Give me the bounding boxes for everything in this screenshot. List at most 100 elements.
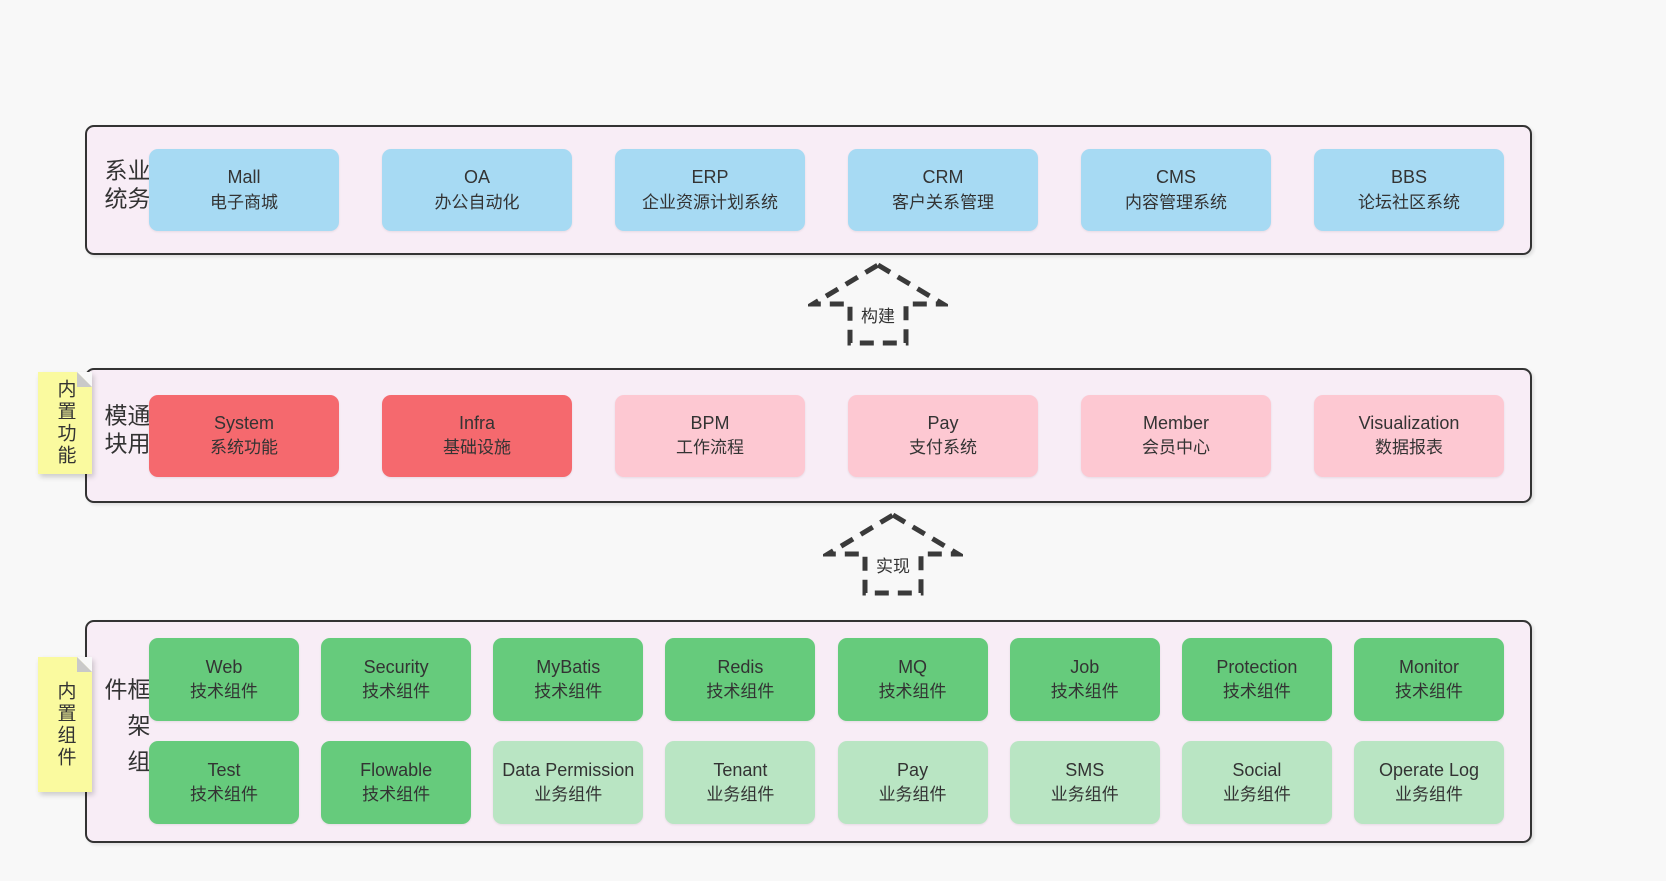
box-title: BPM <box>690 412 730 433</box>
diagram-box-sms: SMS 业务组件 <box>1009 741 1160 824</box>
box-subtitle: 业务组件 <box>1394 785 1463 805</box>
box-subtitle: 办公自动化 <box>434 192 520 212</box>
box-subtitle: 业务组件 <box>1222 785 1291 805</box>
diagram-box-pay: Pay 业务组件 <box>837 741 988 824</box>
diagram-box-member: Member 会员中心 <box>1081 394 1271 477</box>
diagram-box-visualization: Visualization 数据报表 <box>1314 394 1504 477</box>
diagram-box-test: Test 技术组件 <box>149 741 299 824</box>
box-subtitle: 支付系统 <box>909 438 977 458</box>
box-title: Infra <box>458 412 496 433</box>
box-title: Job <box>1070 656 1100 677</box>
box-subtitle: 业务组件 <box>706 785 775 805</box>
box-title: Member <box>1142 412 1209 433</box>
box-subtitle: 技术组件 <box>190 785 258 805</box>
box-title: CMS <box>1156 167 1196 188</box>
box-subtitle: 工作流程 <box>676 438 744 458</box>
box-title: MQ <box>898 656 928 677</box>
box-title: Visualization <box>1358 412 1460 433</box>
business-boxes-row: Mall 电子商城 OA 办公自动化 ERP 企业资源计划系统 CRM 客户关系管理 CMS 内容… <box>149 149 1504 231</box>
dashed-up-arrow-icon <box>808 262 948 346</box>
diagram-box-tenant: Tenant 业务组件 <box>665 741 816 824</box>
box-title: Data Permission <box>502 759 635 780</box>
box-subtitle: 技术组件 <box>534 682 603 702</box>
diagram-box-flowable: Flowable 技术组件 <box>321 741 472 824</box>
panel-modules-label: 通用模块 <box>101 402 150 459</box>
diagram-box-bpm: BPM 工作流程 <box>615 394 805 477</box>
box-subtitle: 数据报表 <box>1375 438 1443 458</box>
diagram-box-monitor: Monitor 技术组件 <box>1353 638 1504 721</box>
box-title: Redis <box>717 656 764 677</box>
tag-text: 内置组件 <box>54 680 76 769</box>
diagram-box-web: Web 技术组件 <box>149 638 299 721</box>
panel-framework-label: 框架组件 <box>101 676 150 785</box>
diagram-box-crm: CRM 客户关系管理 <box>848 149 1038 231</box>
box-subtitle: 基础设施 <box>443 438 511 458</box>
box-title: MyBatis <box>536 656 601 677</box>
diagram-box-erp: ERP 企业资源计划系统 <box>615 149 805 231</box>
box-title: Web <box>205 656 243 677</box>
diagram-box-infra: Infra 基础设施 <box>382 394 572 477</box>
diagram-box-security: Security 技术组件 <box>321 638 472 721</box>
box-title: Protection <box>1216 656 1298 677</box>
diagram-box-bbs: BBS 论坛社区系统 <box>1314 149 1504 231</box>
box-subtitle: 客户关系管理 <box>892 192 994 212</box>
diagram-box-social: Social 业务组件 <box>1181 741 1332 824</box>
implement-arrow: 实现 <box>823 510 963 598</box>
box-subtitle: 技术组件 <box>362 785 431 805</box>
diagram-box-protection: Protection 技术组件 <box>1181 638 1332 721</box>
panel-business-systems: 业务系统 Mall 电子商城 OA 办公自动化 ERP 企业资源计划系统 CRM 客户关系管理… <box>85 125 1532 255</box>
box-title: System <box>213 412 274 433</box>
box-subtitle: 内容管理系统 <box>1125 192 1227 212</box>
box-subtitle: 企业资源计划系统 <box>642 192 778 212</box>
implement-arrow-label: 实现 <box>873 552 913 577</box>
box-title: BBS <box>1390 167 1428 188</box>
sticky-tag-built-in-components: 内置组件 <box>38 657 92 792</box>
diagram-box-mybatis: MyBatis 技术组件 <box>493 638 644 721</box>
sticky-tag-built-in-features: 内置功能 <box>38 372 92 474</box>
box-subtitle: 技术组件 <box>1222 682 1291 702</box>
build-arrow: 构建 <box>808 260 948 348</box>
panel-business-label: 业务系统 <box>101 158 150 215</box>
box-title: Monitor <box>1398 656 1459 677</box>
box-subtitle: 会员中心 <box>1142 438 1210 458</box>
box-title: Operate Log <box>1378 759 1480 780</box>
box-title: Security <box>363 656 429 677</box>
diagram-box-operate-log: Operate Log 业务组件 <box>1353 741 1504 824</box>
box-title: Social <box>1232 759 1282 780</box>
box-subtitle: 技术组件 <box>878 682 947 702</box>
diagram-box-mq: MQ 技术组件 <box>837 638 988 721</box>
panel-framework-components: 内置组件 框架组件 Web 技术组件 Security 技术组件 MyBatis 技术组件… <box>38 620 1532 843</box>
box-subtitle: 业务组件 <box>878 785 947 805</box>
box-title: Test <box>207 759 241 780</box>
box-title: CRM <box>922 167 964 188</box>
diagram-box-system: System 系统功能 <box>149 394 339 477</box>
box-subtitle: 业务组件 <box>1050 785 1119 805</box>
diagram-box-redis: Redis 技术组件 <box>665 638 816 721</box>
box-subtitle: 技术组件 <box>706 682 775 702</box>
diagram-box-mall: Mall 电子商城 <box>149 149 339 231</box>
box-subtitle: 论坛社区系统 <box>1358 192 1460 212</box>
box-title: OA <box>463 167 490 188</box>
box-title: Pay <box>897 759 929 780</box>
box-subtitle: 技术组件 <box>362 682 431 702</box>
dashed-up-arrow-icon <box>823 512 963 596</box>
box-title: Mall <box>227 167 261 188</box>
box-title: ERP <box>691 167 729 188</box>
diagram-box-cms: CMS 内容管理系统 <box>1081 149 1271 231</box>
box-subtitle: 电子商城 <box>210 192 278 212</box>
box-subtitle: 系统功能 <box>210 438 278 458</box>
box-title: Tenant <box>713 759 768 780</box>
box-title: SMS <box>1065 759 1105 780</box>
box-subtitle: 技术组件 <box>1394 682 1463 702</box>
box-subtitle: 技术组件 <box>190 682 258 702</box>
box-title: Flowable <box>360 759 433 780</box>
diagram-box-oa: OA 办公自动化 <box>382 149 572 231</box>
